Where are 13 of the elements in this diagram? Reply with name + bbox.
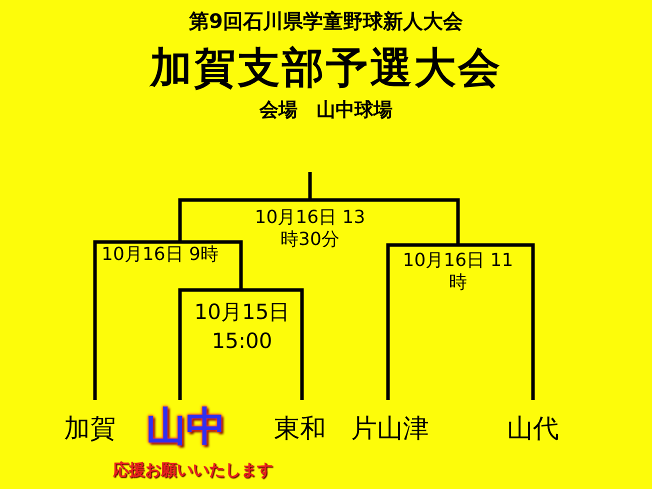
team-name: 片山津 [351, 414, 429, 444]
team-name: 山中 [146, 405, 226, 450]
match-time: 10月16日 11時 [402, 250, 514, 294]
match-time: 10月16日 9時 [100, 244, 220, 266]
venue-text: 会場 山中球場 [258, 98, 394, 123]
match-time: 10月15日 15:00 [193, 299, 291, 355]
team-name: 山代 [507, 414, 559, 444]
team-name: 加賀 [64, 414, 116, 444]
subtitle: 第9回石川県学童野球新人大会 [188, 8, 464, 35]
title: 加賀支部予選大会 [148, 42, 503, 94]
cheer-text: 応援お願いいたします [113, 460, 273, 481]
match-time: 10月16日 13時30分 [254, 207, 366, 251]
team-name: 東和 [274, 414, 326, 444]
